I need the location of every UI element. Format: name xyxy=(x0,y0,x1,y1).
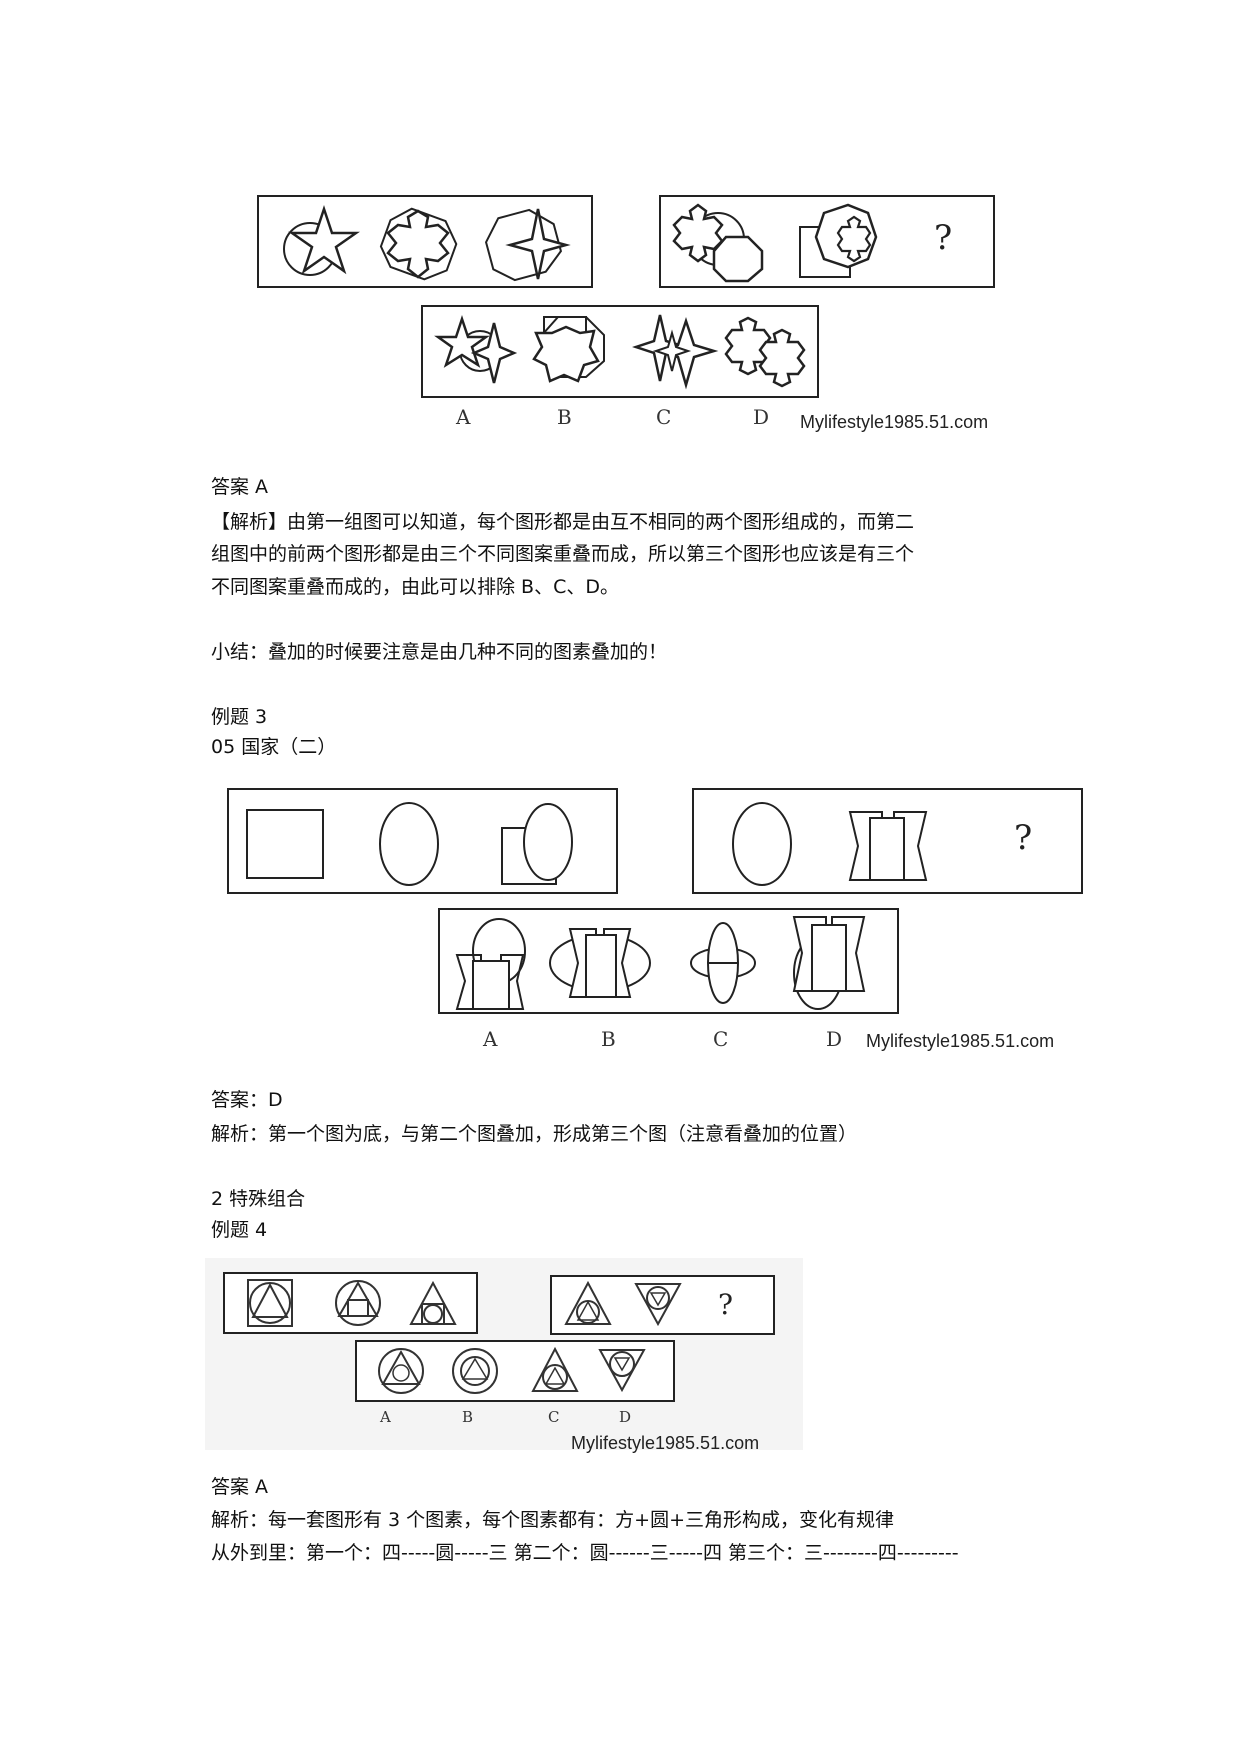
fig3-option-b-shape xyxy=(452,1348,498,1394)
summary: 小结：叠加的时候要注意是由几种不同的图素叠加的！ xyxy=(211,641,668,663)
fig3-square-circle-triangle-shape xyxy=(247,1279,293,1327)
analysis-1-line-2: 组图中的前两个图形都是由三个不同图案重叠而成，所以第三个图形也应该是有三个 xyxy=(211,543,915,565)
fig3-label-d: D xyxy=(619,1408,632,1426)
fig3-circle-triangle-square-shape xyxy=(335,1280,381,1326)
fig1-cross-circle-octagon-shape xyxy=(672,203,764,283)
figure-2: ? A B C D Mylifestyle1985.51.com xyxy=(227,788,1083,1051)
fig2-square-ellipse-shape xyxy=(501,803,573,885)
answer-3: 答案 A xyxy=(211,1476,269,1498)
fig3-label-a: A xyxy=(380,1408,391,1426)
analysis-3: 解析：每一套图形有 3 个图素，每个图素都有：方+圆+三角形构成，变化有规律 xyxy=(211,1509,895,1531)
fig2-label-c: C xyxy=(713,1027,729,1051)
fig1-label-d: D xyxy=(753,405,770,429)
order-description: 从外到里：第一个：四-----圆-----三 第二个：圆------三-----… xyxy=(211,1542,959,1564)
fig2-square-shape xyxy=(246,809,324,879)
fig1-label-c: C xyxy=(656,405,672,429)
fig2-ellipse-shape xyxy=(379,802,439,886)
fig2-label-b: B xyxy=(601,1027,616,1051)
example-3-heading: 例题 3 xyxy=(211,706,268,728)
fig2-bowtie-rect-shape xyxy=(848,811,928,881)
figure-3: ? A B C D Mylifestyle1985.51.com xyxy=(205,1258,803,1453)
fig3-question-mark: ? xyxy=(718,1288,734,1321)
fig2-ellipse-2-shape xyxy=(732,802,792,886)
fig1-watermark: Mylifestyle1985.51.com xyxy=(800,412,989,432)
fig3-option-c-shape xyxy=(531,1346,579,1392)
fig2-watermark: Mylifestyle1985.51.com xyxy=(866,1031,1055,1051)
fig3-label-c: C xyxy=(548,1408,560,1426)
fig3-watermark: Mylifestyle1985.51.com xyxy=(571,1433,760,1453)
analysis-1-line-3: 不同图案重叠而成的，由此可以排除 B、C、D。 xyxy=(211,576,619,598)
fig2-option-a-shape xyxy=(455,918,526,1010)
fig1-label-a: A xyxy=(456,405,471,429)
fig2-option-b-shape xyxy=(549,928,651,998)
fig1-label-b: B xyxy=(557,405,572,429)
analysis-1-line-1: 【解析】由第一组图可以知道，每个图形都是由互不相同的两个图形组成的，而第二 xyxy=(211,511,915,533)
answer-2: 答案：D xyxy=(211,1089,283,1111)
analysis-2: 解析：第一个图为底，与第二个图叠加，形成第三个图（注意看叠加的位置） xyxy=(211,1123,858,1145)
fig2-option-d-shape xyxy=(792,916,866,1010)
fig1-option-c-shape xyxy=(632,314,719,390)
fig1-question-mark: ? xyxy=(934,218,953,258)
fig3-triangle-circle-triangle-shape xyxy=(564,1280,612,1325)
fig1-square-octagon-cross-shape xyxy=(799,203,878,278)
fig2-label-d: D xyxy=(826,1027,843,1051)
fig2-label-a: A xyxy=(483,1027,498,1051)
fig3-inverted-triangle-shape xyxy=(634,1283,682,1327)
fig3-triangle-square-circle-shape xyxy=(409,1280,457,1325)
section-heading: 2 特殊组合 xyxy=(211,1188,306,1210)
fig1-circle-star-shape xyxy=(283,205,360,276)
fig1-cross-octagon-shape xyxy=(379,207,458,281)
fig1-option-b-shape xyxy=(532,316,605,383)
fig1-option-a-shape xyxy=(434,315,518,384)
fig2-option-c-shape xyxy=(690,922,756,1004)
fig2-question-mark: ? xyxy=(1014,818,1033,858)
fig3-label-b: B xyxy=(462,1408,474,1426)
fig3-option-d-shape xyxy=(598,1349,646,1393)
fig1-octagon-4star-shape xyxy=(484,208,571,282)
fig1-option-d-shape xyxy=(724,316,806,388)
fig3-option-a-shape xyxy=(378,1348,424,1394)
example-3-source: 05 国家（二） xyxy=(211,736,337,758)
answer-1: 答案 A xyxy=(211,476,269,498)
figure-1: ? A B C D Mylifestyle1985.51.com xyxy=(0,0,1241,440)
example-4-heading: 例题 4 xyxy=(211,1219,268,1241)
